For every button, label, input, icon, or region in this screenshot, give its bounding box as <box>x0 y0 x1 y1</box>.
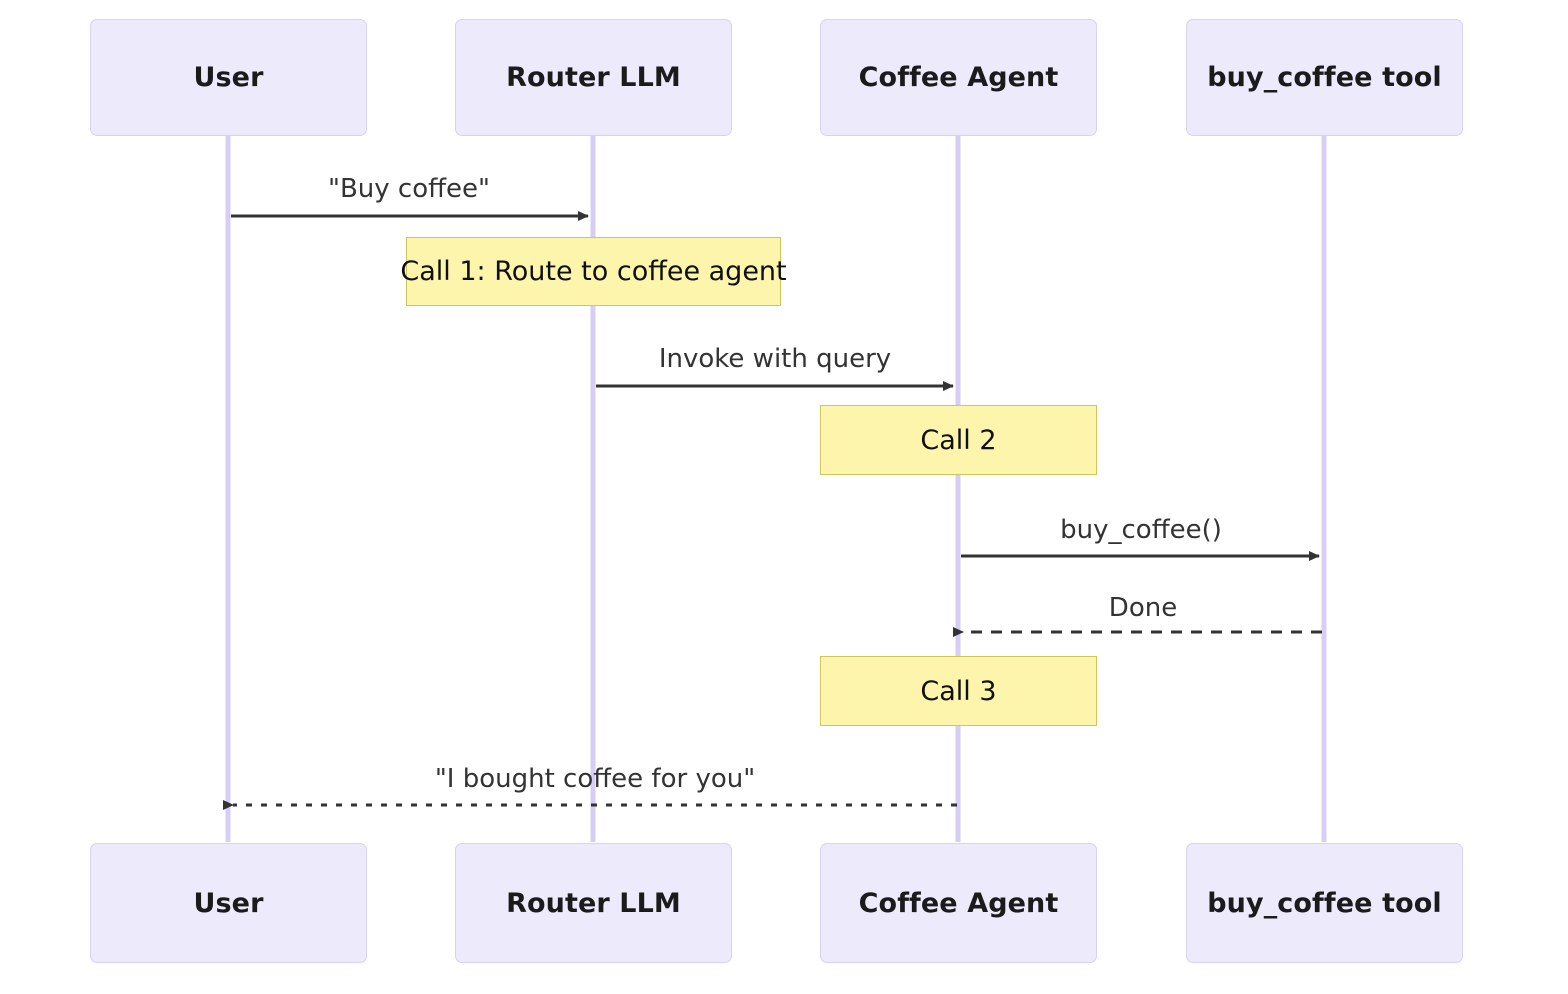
message-label-i-bought-coffee: "I bought coffee for you" <box>434 764 756 794</box>
participant-label-user-bottom: User <box>193 887 264 919</box>
message-label-buy-coffee: "Buy coffee" <box>328 174 490 204</box>
participant-label-tool-top: buy_coffee tool <box>1207 62 1442 93</box>
message-label-buy-coffee-call: buy_coffee() <box>1060 515 1222 545</box>
participant-box-agent-top[interactable]: Coffee Agent <box>820 19 1097 136</box>
participant-label-router-bottom: Router LLM <box>506 887 681 919</box>
participant-box-user-top[interactable]: User <box>90 19 367 136</box>
note-call-1[interactable]: Call 1: Route to coffee agent <box>400 237 787 306</box>
participant-box-tool-bottom[interactable]: buy_coffee tool <box>1186 843 1463 963</box>
participant-box-agent-bottom[interactable]: Coffee Agent <box>820 843 1097 963</box>
participant-box-user-bottom[interactable]: User <box>90 843 367 963</box>
participant-label-tool-bottom: buy_coffee tool <box>1207 887 1442 919</box>
participant-box-tool-top[interactable]: buy_coffee tool <box>1186 19 1463 136</box>
participant-label-agent-bottom: Coffee Agent <box>858 887 1059 919</box>
note-call-2[interactable]: Call 2 <box>820 405 1097 475</box>
note-call-2-label: Call 2 <box>920 424 997 456</box>
note-call-1-label: Call 1: Route to coffee agent <box>400 256 787 287</box>
participant-label-user-top: User <box>193 62 264 93</box>
participant-box-router-bottom[interactable]: Router LLM <box>455 843 732 963</box>
message-label-done: Done <box>1108 593 1178 623</box>
message-label-invoke-with-query: Invoke with query <box>658 344 892 374</box>
note-call-3[interactable]: Call 3 <box>820 656 1097 726</box>
participant-label-agent-top: Coffee Agent <box>858 62 1059 93</box>
participant-label-router-top: Router LLM <box>506 62 681 93</box>
note-call-3-label: Call 3 <box>920 675 997 707</box>
participant-box-router-top[interactable]: Router LLM <box>455 19 732 136</box>
